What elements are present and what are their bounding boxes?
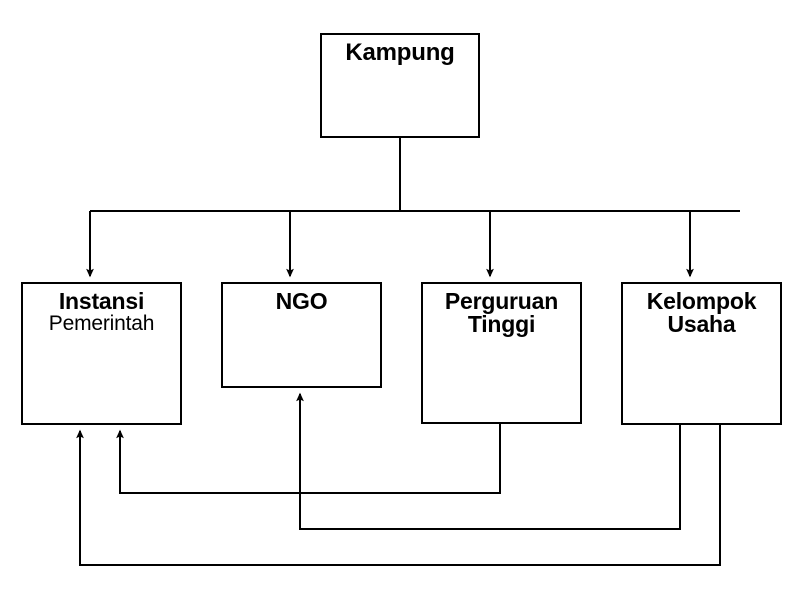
node-ku-label-line1: Kelompok	[646, 288, 757, 314]
node-ku-label-line2: Usaha	[667, 311, 736, 338]
node-kampung[interactable]: Kampung	[320, 33, 480, 138]
node-instansi-pemerintah[interactable]: Instansi Pemerintah	[21, 282, 182, 425]
node-perguruan-tinggi[interactable]: Perguruan Tinggi	[421, 282, 582, 424]
node-pt-label-line1: Perguruan	[444, 288, 559, 314]
edge-pt-to-instansi	[116, 424, 501, 494]
node-ngo-label-line1: NGO	[275, 288, 328, 314]
edge-ku-to-ngo	[296, 392, 681, 530]
edge-ku-to-instansi	[76, 425, 721, 566]
node-pt-label-line2: Tinggi	[467, 311, 536, 338]
node-instansi-label-line2: Pemerintah	[48, 312, 155, 336]
node-ngo[interactable]: NGO	[221, 282, 382, 388]
node-kelompok-usaha[interactable]: Kelompok Usaha	[621, 282, 782, 425]
node-kampung-label: Kampung	[345, 39, 455, 66]
node-instansi-label-line1: Instansi	[58, 288, 145, 314]
